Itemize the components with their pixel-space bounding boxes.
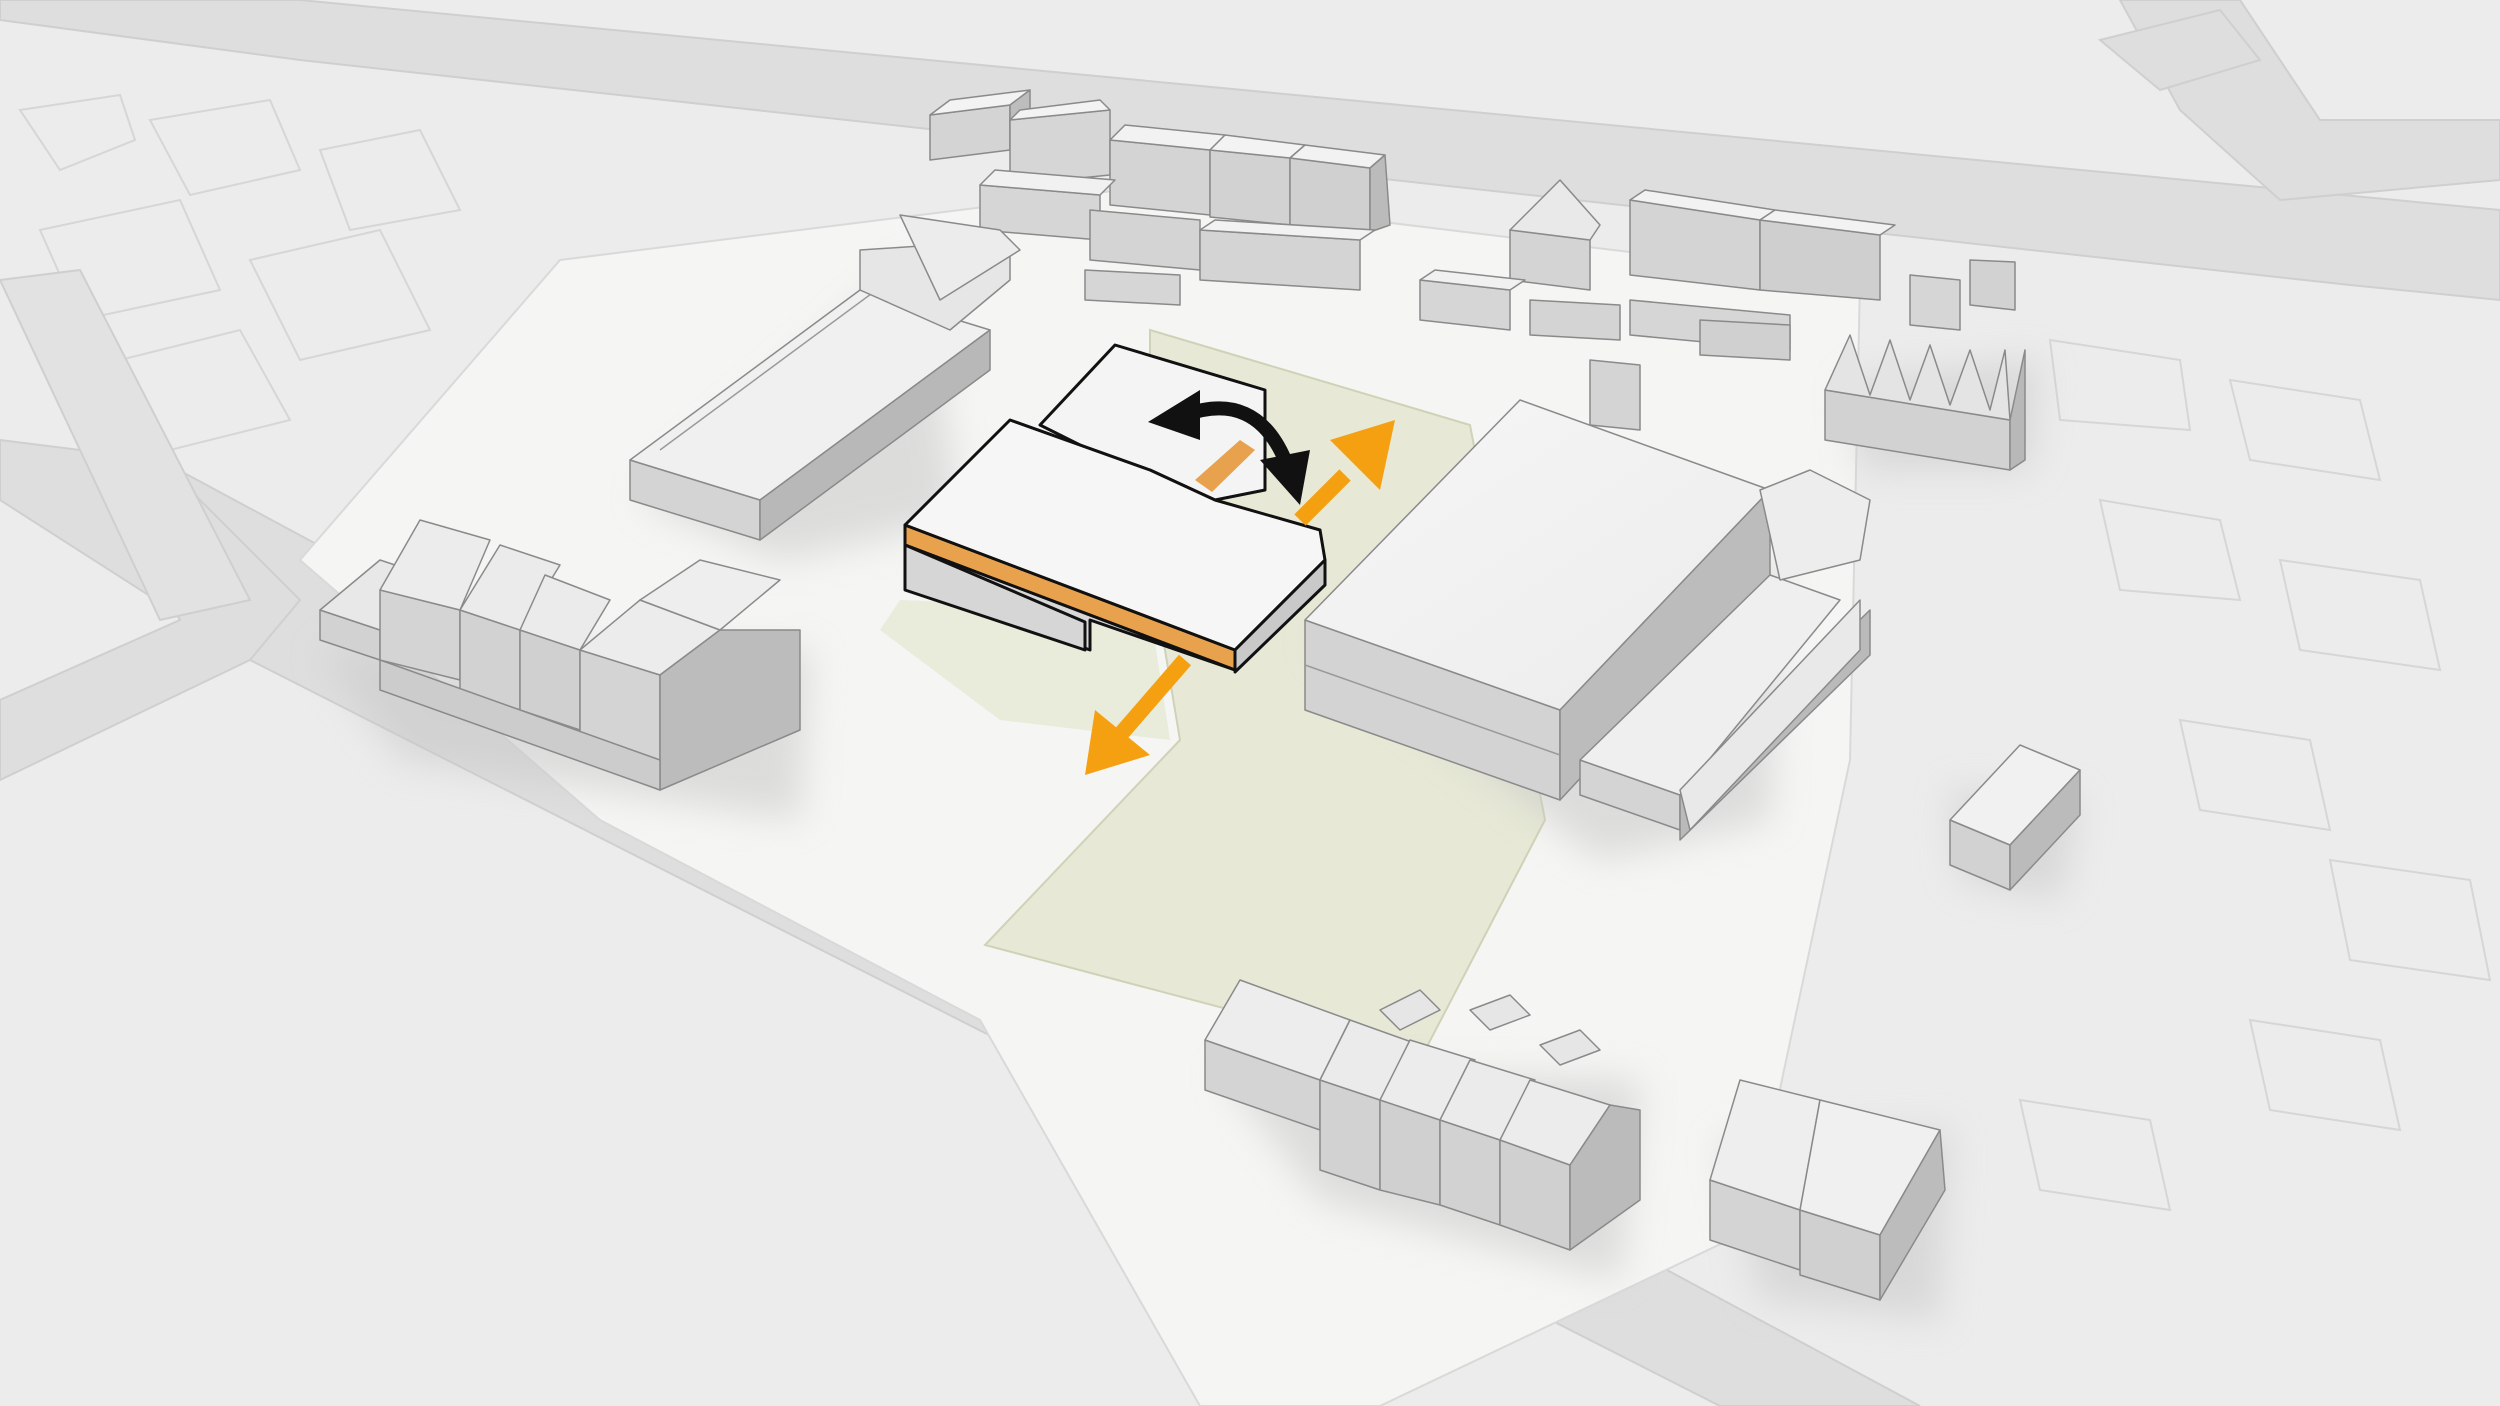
context-buildings bbox=[319, 89, 2081, 1301]
small-box-building bbox=[1949, 744, 2081, 891]
orange-arrowhead-down bbox=[1085, 710, 1150, 775]
house-block-bottom-right bbox=[1709, 1079, 1946, 1301]
building-top-row-1 bbox=[929, 89, 1391, 306]
orange-connector bbox=[1195, 440, 1255, 492]
proposed-building bbox=[903, 343, 1327, 674]
left-connector bbox=[0, 268, 252, 622]
orange-arrowhead-up bbox=[1330, 420, 1395, 490]
long-shed-building bbox=[629, 214, 1021, 541]
row-houses-bottom bbox=[1204, 979, 1641, 1251]
plaza-zone bbox=[880, 600, 1170, 740]
large-hall-building bbox=[1304, 399, 1871, 841]
black-arrowhead-left bbox=[1148, 390, 1200, 440]
plot-outlines bbox=[18, 93, 2492, 1212]
building-top-right-cluster bbox=[1419, 179, 2016, 431]
black-arrowhead-right bbox=[1260, 450, 1310, 505]
black-rotation-arrow bbox=[1148, 390, 1310, 505]
top-right-road-2 bbox=[2097, 8, 2262, 92]
sawtooth-building bbox=[1824, 334, 2026, 471]
row-houses-left bbox=[319, 519, 801, 791]
orange-axis-arrow bbox=[1085, 420, 1395, 775]
